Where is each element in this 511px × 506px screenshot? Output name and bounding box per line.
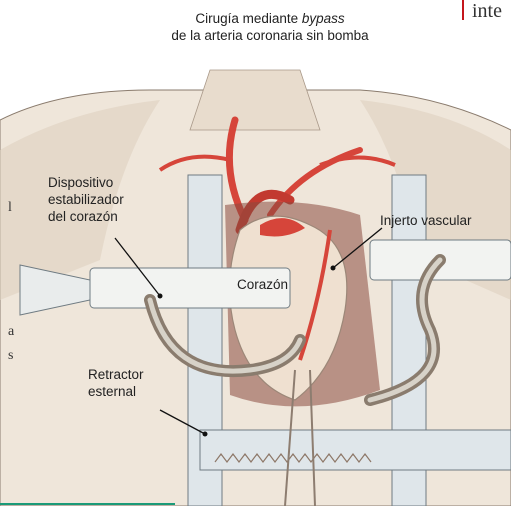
margin-char-3: s: [8, 348, 13, 364]
margin-char-2: a: [8, 324, 14, 340]
label-stabilizer-line3: del corazón: [48, 208, 124, 225]
label-stabilizer-line2: estabilizador: [48, 191, 124, 208]
title-line2: de la arteria coronaria sin bomba: [140, 27, 400, 44]
leader-graft-dot: [331, 266, 336, 271]
retractor-rack: [200, 430, 511, 470]
margin-char-1: l: [8, 200, 12, 216]
diagram-title: Cirugía mediante bypass de la arteria co…: [140, 10, 400, 44]
title-line1-italic: bypass: [302, 11, 345, 26]
leader-retractor-dot: [203, 432, 208, 437]
label-retractor-line1: Retractor: [88, 366, 144, 383]
label-stabilizer-line1: Dispositivo: [48, 174, 124, 191]
label-stabilizer: Dispositivo estabilizador del corazón: [48, 174, 124, 225]
label-retractor-line2: esternal: [88, 383, 144, 400]
label-graft: Injerto vascular: [380, 212, 472, 229]
title-line1-prefix: Cirugía mediante: [195, 11, 302, 26]
label-heart: Corazón: [237, 276, 288, 293]
neck: [190, 70, 320, 130]
leader-stabilizer-dot: [158, 294, 163, 299]
margin-text-top-right: inte: [472, 0, 502, 23]
label-retractor: Retractor esternal: [88, 366, 144, 400]
